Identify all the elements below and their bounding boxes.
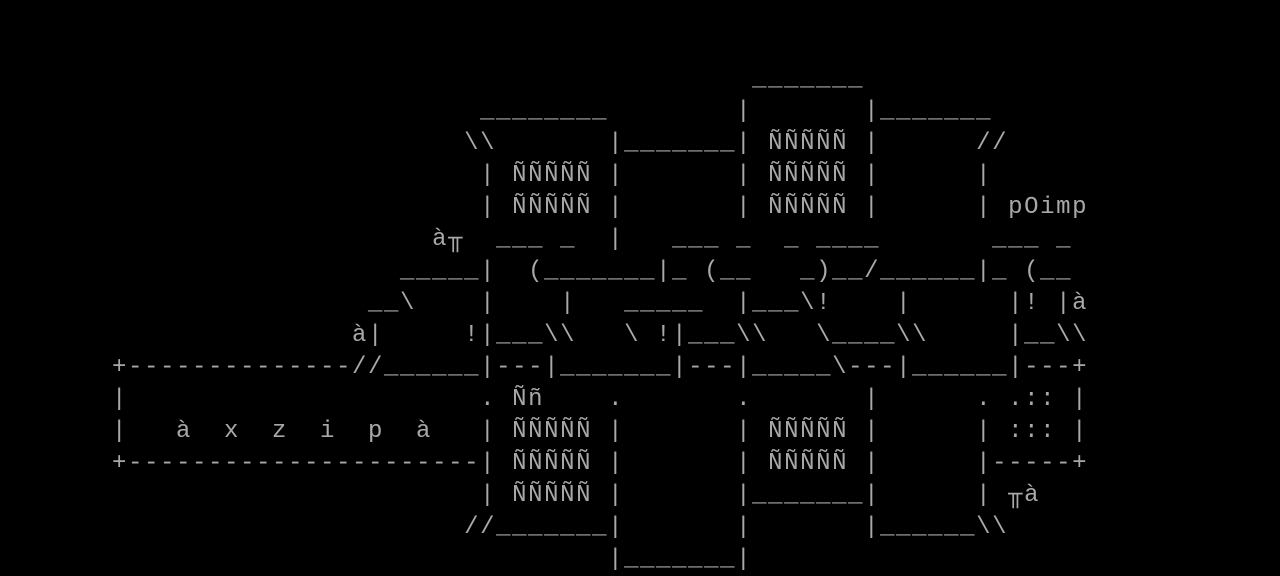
terminal-line: | à x z i p à | ÑÑÑÑÑ | | ÑÑÑÑÑ | | ::: … xyxy=(0,418,1089,445)
terminal-line: _____| (_______|_ (__ _)__/______|_ (__ xyxy=(0,258,1073,285)
terminal-line xyxy=(0,32,1280,64)
terminal-line: ________ | |_______ xyxy=(0,98,993,125)
terminal-line: //_______| | |______\\ xyxy=(0,514,1009,541)
terminal-line: | ÑÑÑÑÑ | | ÑÑÑÑÑ | | xyxy=(0,162,993,189)
terminal-line: | ÑÑÑÑÑ | | ÑÑÑÑÑ | | pOimp xyxy=(0,194,1089,221)
terminal-line: | ÑÑÑÑÑ | |_______| | ╥à xyxy=(0,482,1041,509)
terminal-line: |_______| xyxy=(0,546,753,573)
terminal-line: \\ |_______| ÑÑÑÑÑ | // xyxy=(0,130,1009,157)
terminal-line: _______ xyxy=(0,66,865,93)
terminal-line: à| !|___\\ \ !|___\\ \____\\ |__\\ xyxy=(0,322,1089,349)
terminal-line: à╥ ___ _ | ___ _ _ ____ ___ _ xyxy=(0,226,1073,253)
terminal-line: +--------------//______|---|_______|---|… xyxy=(0,354,1089,381)
terminal-line xyxy=(0,0,1280,32)
terminal-line: +----------------------| ÑÑÑÑÑ | | ÑÑÑÑÑ… xyxy=(0,450,1089,477)
terminal-line: __\ | | _____ |___\! | |! |à xyxy=(0,290,1089,317)
terminal-line: | . Ññ . . | . .:: | xyxy=(0,386,1089,413)
